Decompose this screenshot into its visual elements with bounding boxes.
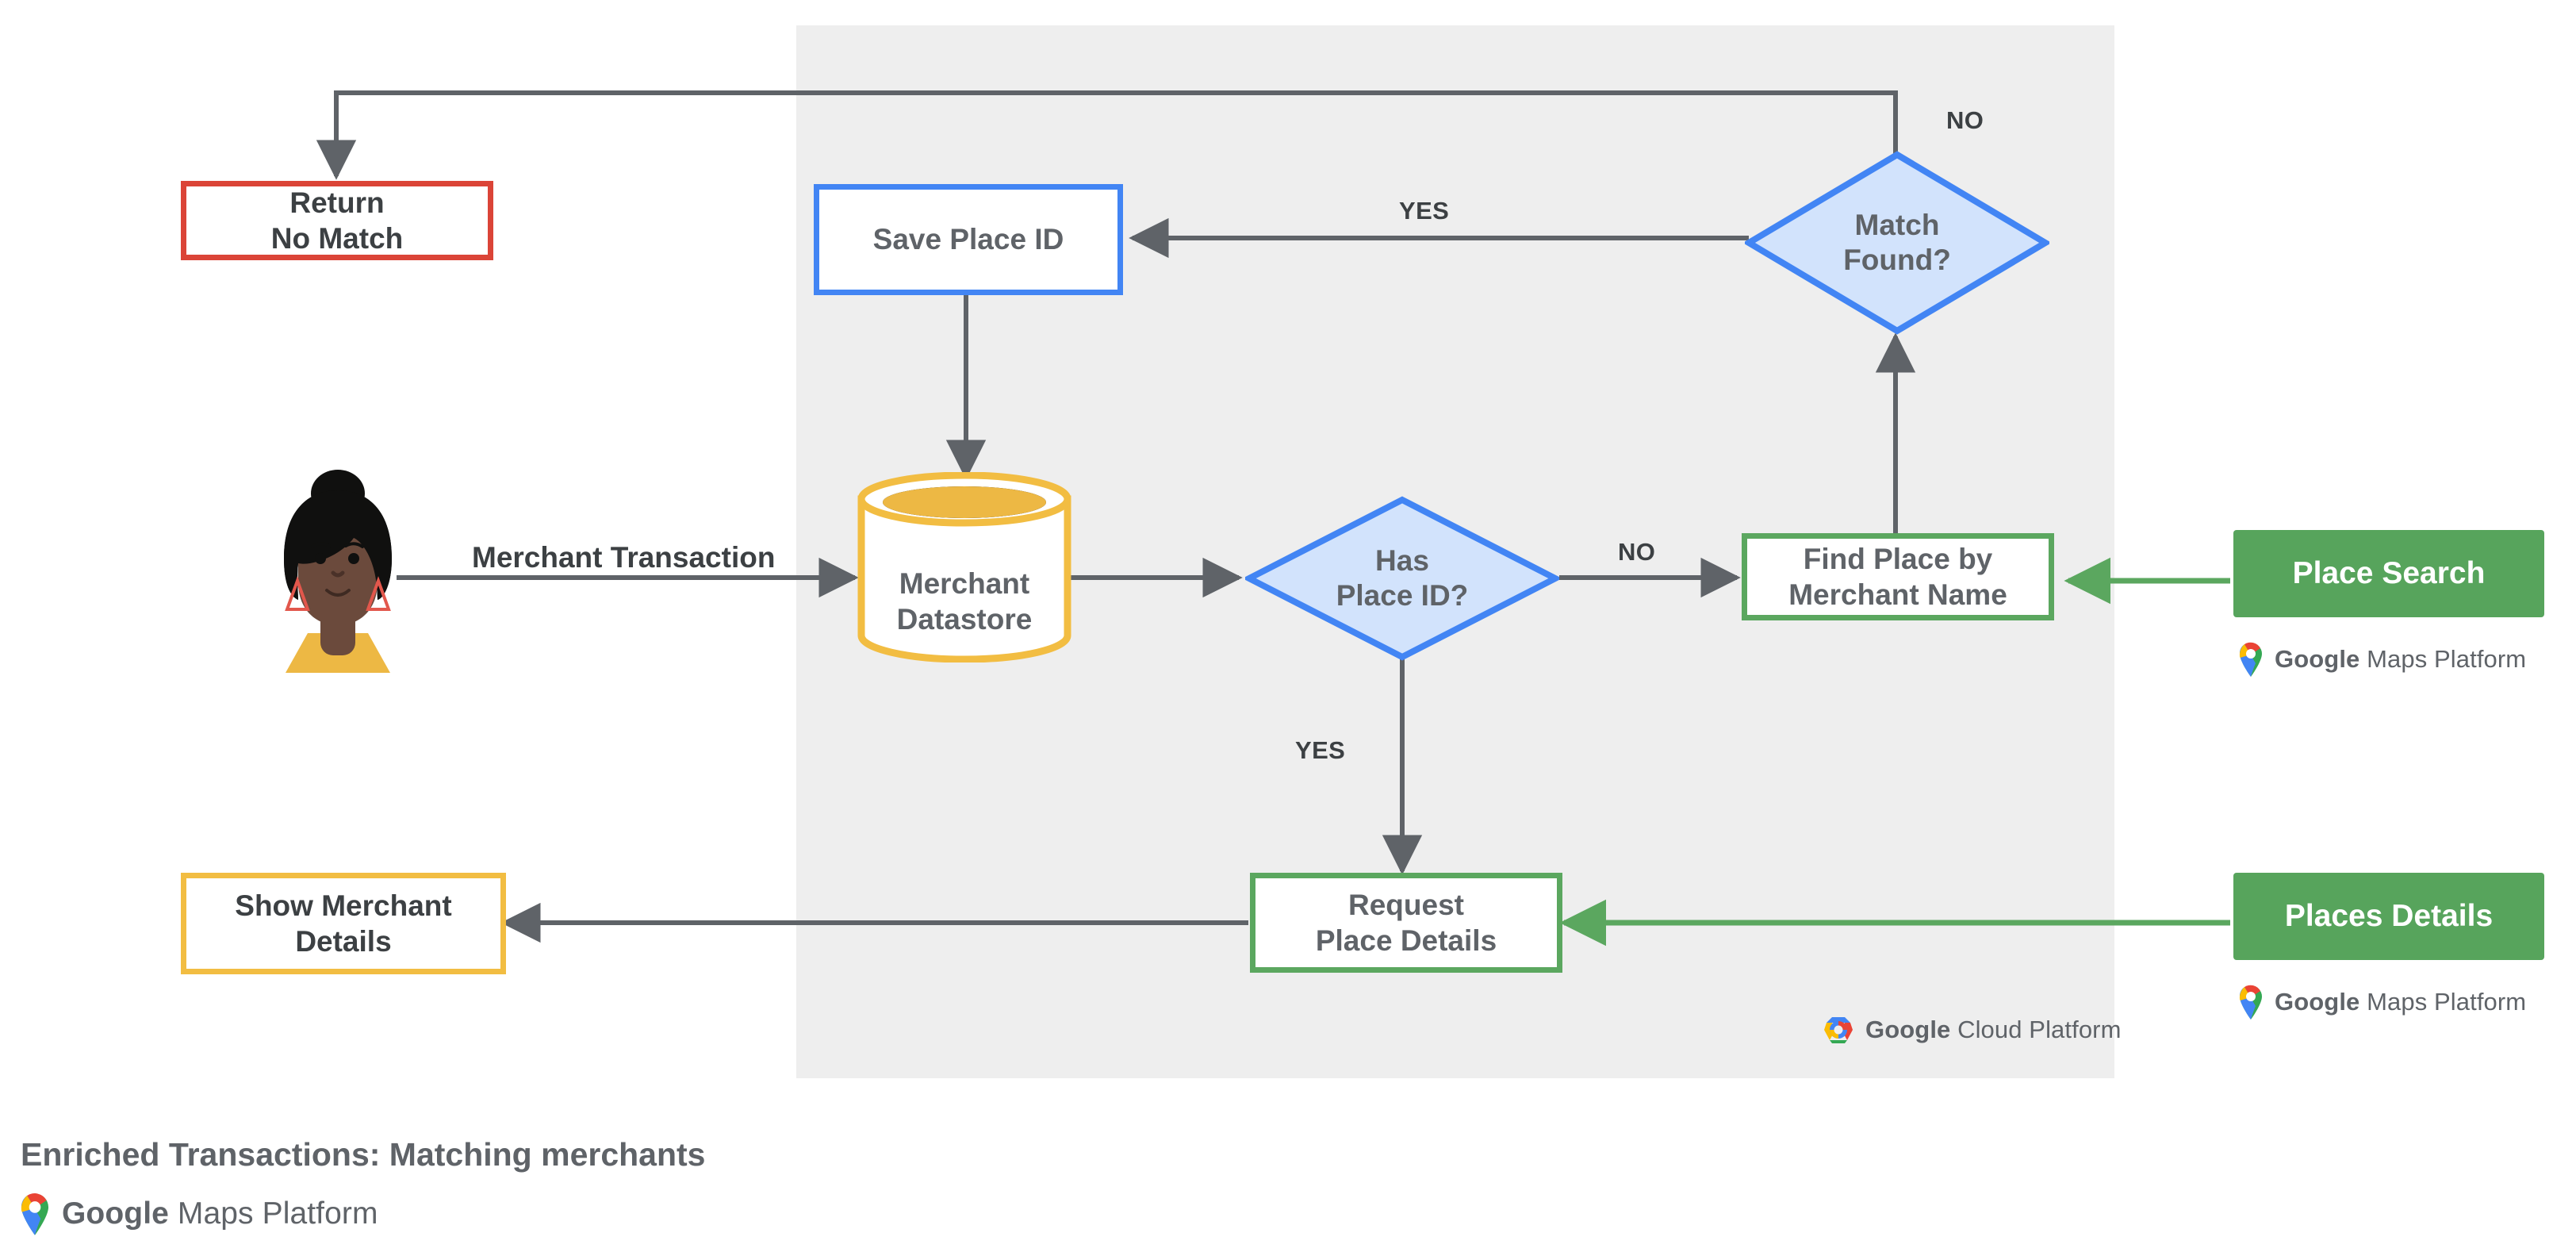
edge-label-has-place-id-no: NO [1618, 538, 1656, 566]
maps-platform-logo-places-details: Google Maps Platform [2237, 984, 2526, 1020]
edge-label-has-place-id-yes: YES [1295, 736, 1346, 764]
diagram-caption: Enriched Transactions: Matching merchant… [21, 1136, 706, 1173]
edge-label-match-found-no: NO [1946, 106, 1984, 134]
node-save-place-id[interactable]: Save Place ID [814, 184, 1123, 295]
node-match-found[interactable]: Match Found? [1742, 151, 2052, 335]
node-return-no-match[interactable]: Return No Match [181, 181, 493, 260]
edge-label-match-found-yes: YES [1399, 197, 1450, 225]
maps-pin-icon [2239, 985, 2262, 1020]
customer-avatar-icon [284, 470, 392, 673]
gcp-logo-text: Google Cloud Platform [1865, 1016, 2122, 1043]
maps-pin-icon [2239, 642, 2262, 677]
node-merchant-datastore-label: Merchant Datastore [896, 567, 1033, 636]
maps-platform-logo-caption: Google Maps Platform [17, 1192, 378, 1236]
node-show-merchant-details[interactable]: Show Merchant Details [181, 873, 506, 974]
gcp-hexagon-icon [1824, 1017, 1853, 1043]
maps-platform-logo-text: Google Maps Platform [2275, 988, 2527, 1016]
edge-label-merchant-transaction: Merchant Transaction [472, 541, 776, 574]
node-has-place-id-label: Has Place ID? [1336, 543, 1469, 612]
node-merchant-datastore[interactable]: Merchant Datastore [855, 471, 1074, 663]
maps-pin-icon [21, 1193, 49, 1235]
node-has-place-id[interactable]: Has Place ID? [1242, 496, 1562, 661]
diamond-shape [1742, 151, 2052, 335]
maps-platform-logo-place-search: Google Maps Platform [2237, 641, 2526, 678]
cylinder-shape [857, 471, 1071, 663]
node-request-place-details[interactable]: Request Place Details [1250, 873, 1562, 973]
node-places-details[interactable]: Places Details [2233, 873, 2544, 960]
google-cloud-platform-logo: Google Cloud Platform [1821, 1014, 2122, 1046]
maps-platform-logo-text: Google Maps Platform [2275, 645, 2527, 673]
node-customer-avatar [266, 465, 409, 687]
node-find-place-by-merchant-name[interactable]: Find Place by Merchant Name [1742, 533, 2054, 620]
diamond-shape [1242, 496, 1562, 661]
node-place-search[interactable]: Place Search [2233, 530, 2544, 617]
maps-platform-logo-text: Google Maps Platform [62, 1196, 378, 1231]
node-match-found-label: Match Found? [1843, 208, 1951, 276]
